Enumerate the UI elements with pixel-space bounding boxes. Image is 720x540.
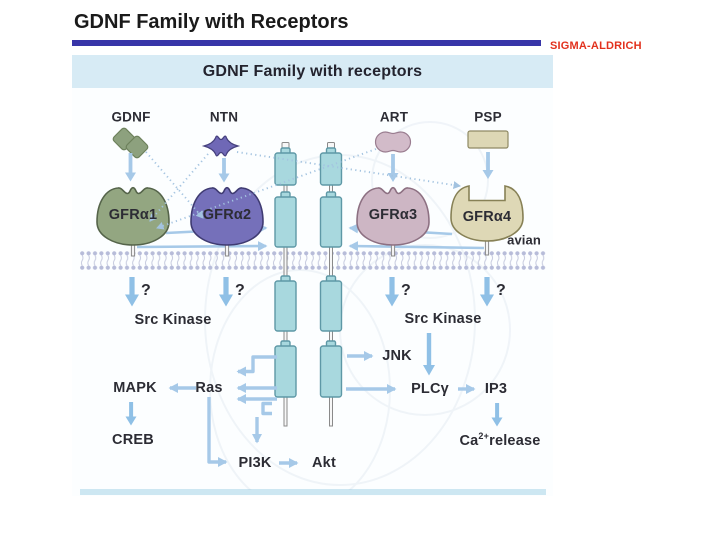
ntn-ligand-icon [201,135,241,157]
title-underline-bar [72,40,541,46]
plc-gamma-label: PLCγ [411,381,449,397]
gdnf-ligand-icon [112,127,149,159]
psp-ligand-icon [467,130,509,149]
ret-column-right [319,142,343,427]
ca-release-label: Ca2+release [459,431,541,449]
pi3k-label: PI3K [238,455,272,471]
psp-label: PSP [474,109,502,125]
unknown-marker-3: ? [401,282,411,299]
diagram-footer-bar [80,489,546,495]
diagram-panel [72,55,553,496]
ip3-label: IP3 [484,381,508,397]
avian-label: avian [507,232,541,248]
ras-label: Ras [195,380,223,396]
downstream-arrows [168,351,476,468]
unknown-marker-2: ? [235,282,245,299]
gfra4-label: GFRα4 [462,209,512,225]
crosstalk-dashed-arrows [145,148,461,230]
creb-label: CREB [112,432,154,448]
cell-membrane [79,251,546,270]
art-ligand-icon [374,131,412,153]
ntn-label: NTN [209,109,239,125]
slide-title: GDNF Family with Receptors [74,11,349,33]
membrane-signal-arrows [125,277,503,427]
art-label: ART [379,109,409,125]
src-kinase-left-label: Src Kinase [134,312,212,328]
jnk-label: JNK [382,348,412,364]
unknown-marker-4: ? [496,282,506,299]
gdnf-label: GDNF [111,109,151,125]
akt-label: Akt [312,455,336,471]
gfra3-label: GFRα3 [368,207,418,223]
mapk-label: MAPK [113,380,157,396]
brand-logo-text: SIGMA-ALDRICH [550,40,642,52]
diagram-header-band: GDNF Family with receptors [72,55,553,88]
gfra2-label: GFRα2 [202,207,252,223]
diagram-title: GDNF Family with receptors [202,62,423,80]
gfra1-label: GFRα1 [108,207,158,223]
ligand-binding-arrows [125,152,494,183]
src-kinase-right-label: Src Kinase [404,311,482,327]
unknown-marker-1: ? [141,282,151,299]
ret-column-left [274,142,297,427]
